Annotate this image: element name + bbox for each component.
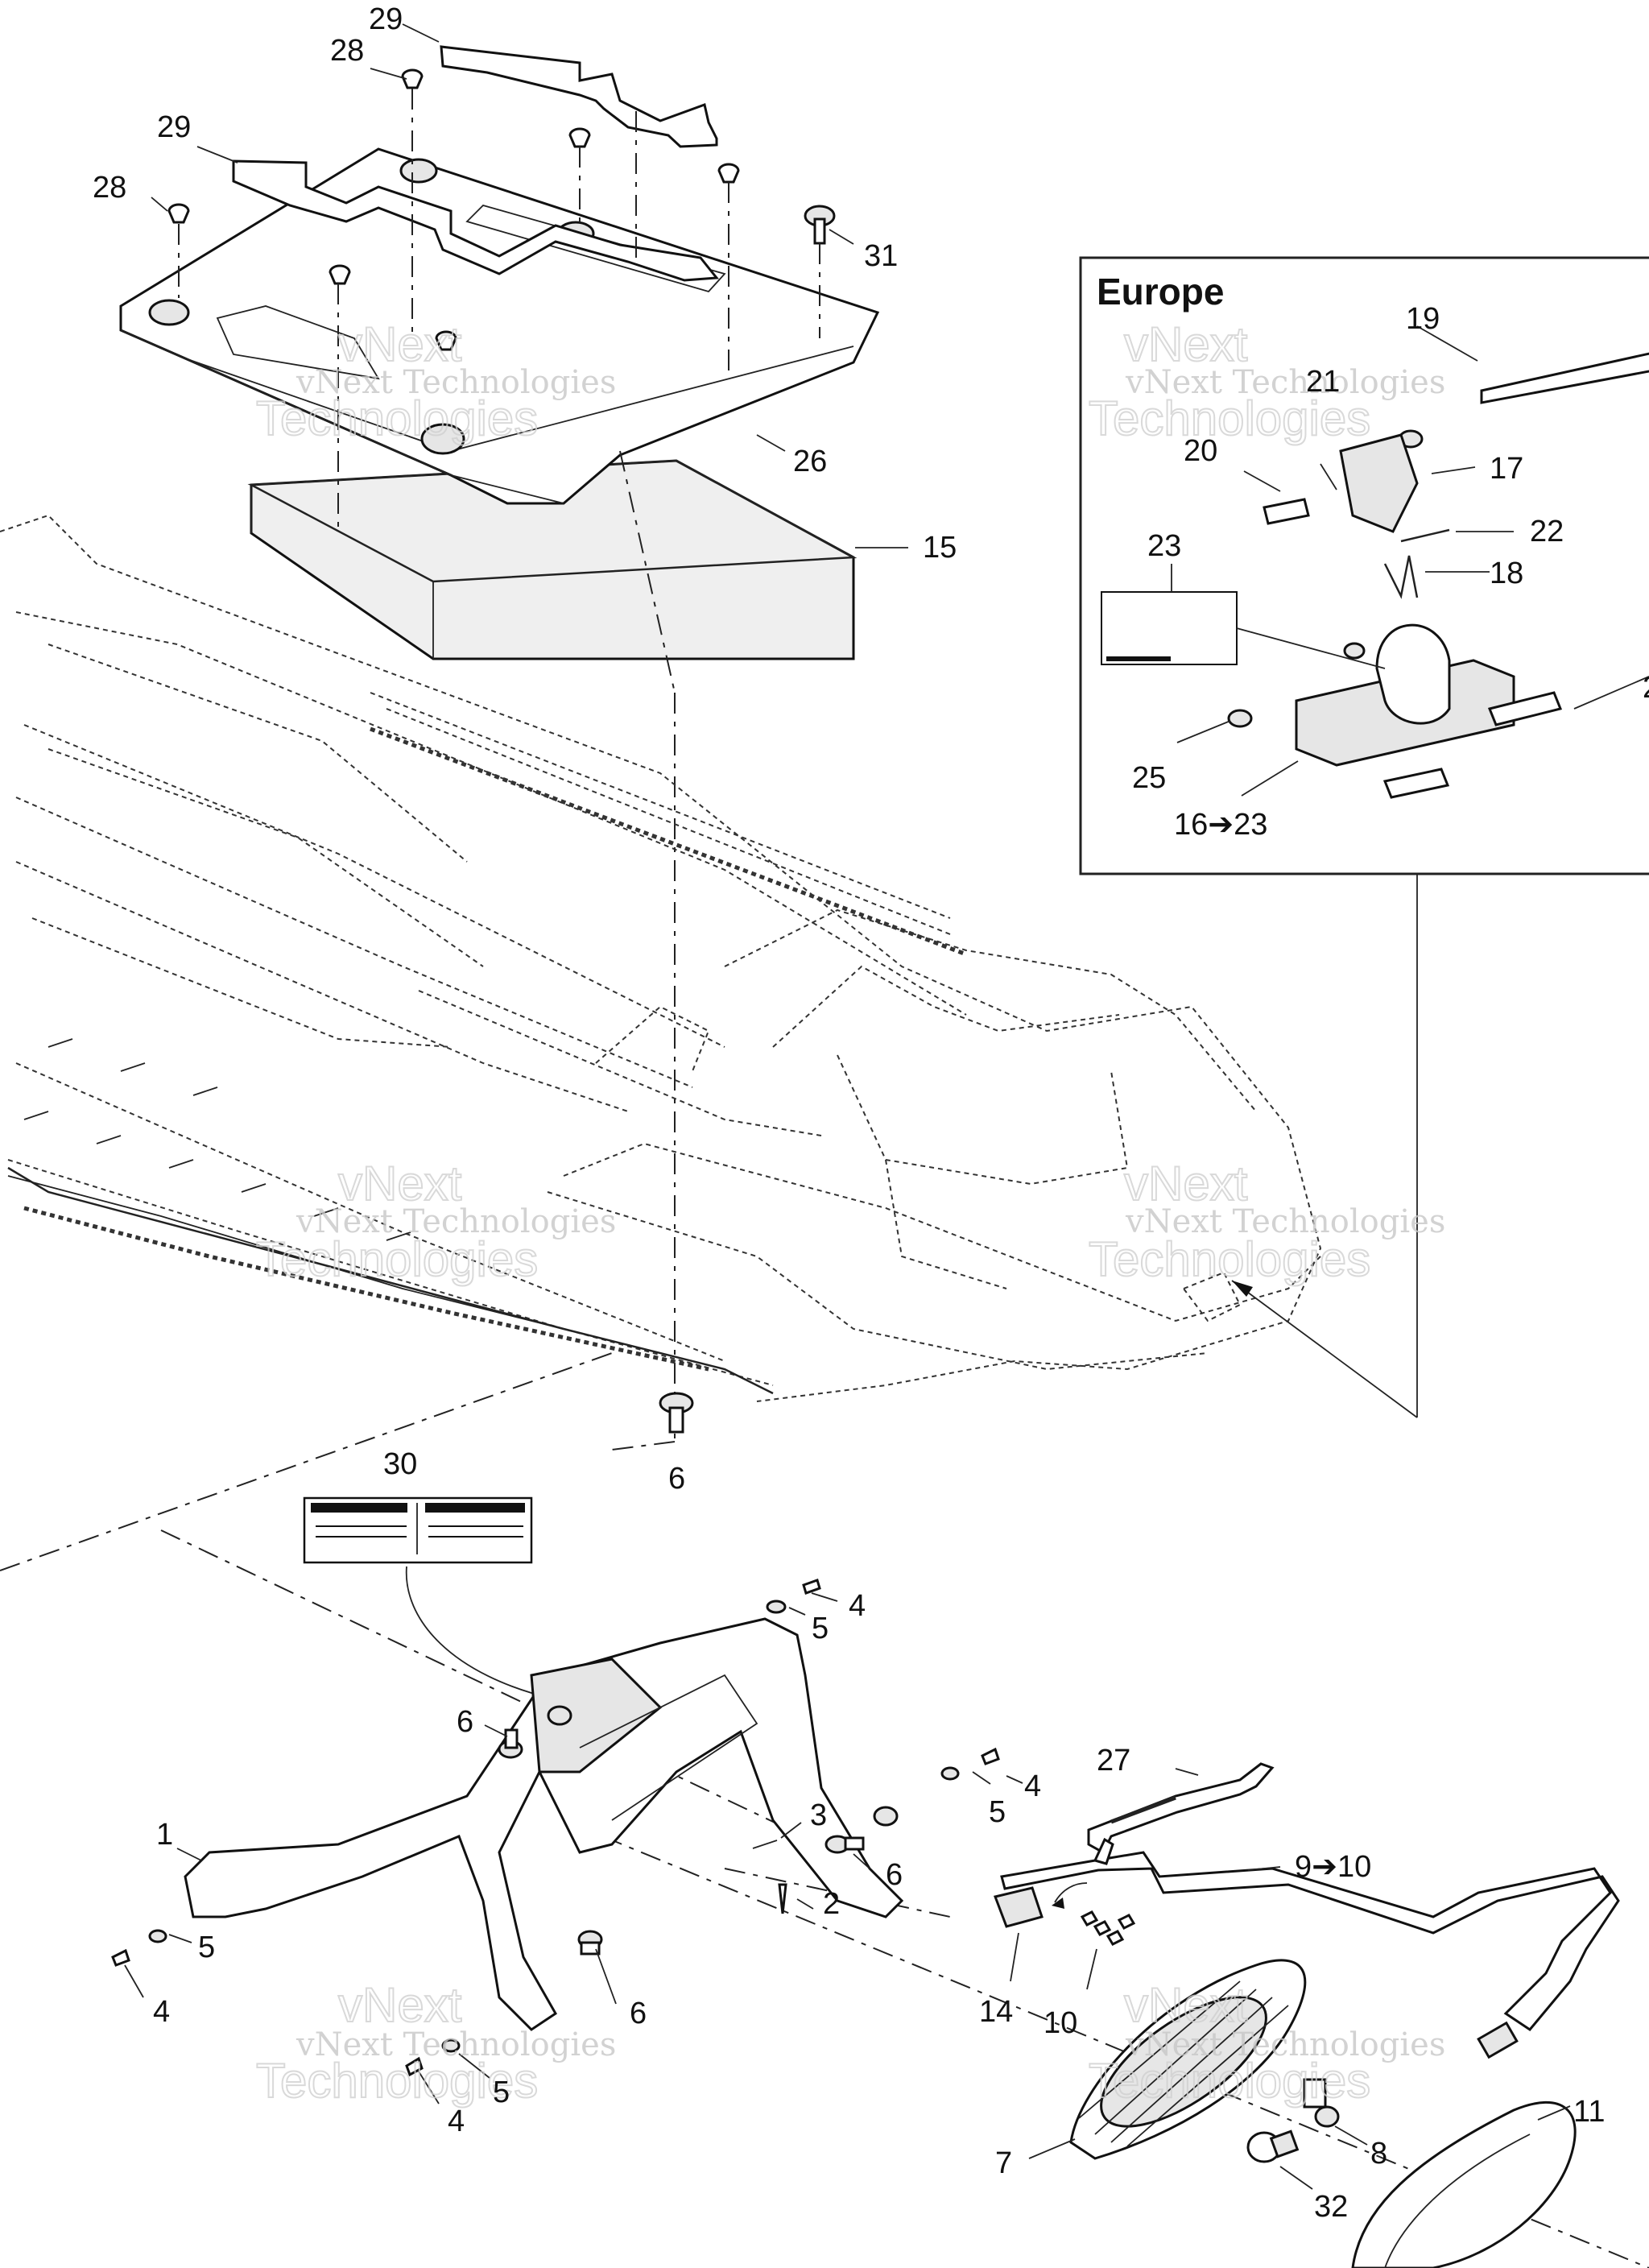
callout-22: 22 — [1530, 515, 1564, 548]
callout-27: 27 — [1097, 1744, 1130, 1778]
svg-text:vNext Technologies: vNext Technologies — [295, 2026, 616, 2063]
callout-7: 7 — [995, 2146, 1012, 2180]
callout-30: 30 — [383, 1447, 417, 1481]
bracket-29-upper — [440, 45, 718, 148]
clip-8 — [1303, 2078, 1340, 2128]
svg-text:vNext Technologies: vNext Technologies — [1125, 364, 1445, 401]
callout-4-top: 4 — [849, 1589, 866, 1623]
chassis-tunnel — [0, 514, 1322, 1402]
watermark-top: vNext vNext Technologies Technologies — [255, 317, 616, 446]
europe-inset — [1079, 256, 1649, 875]
svg-text:vNext: vNext — [1124, 1157, 1248, 1211]
callout-32: 32 — [1314, 2190, 1348, 2224]
svg-text:vNext: vNext — [338, 1157, 462, 1211]
callout-5-lower: 5 — [493, 2076, 510, 2109]
svg-text:Technologies: Technologies — [1089, 391, 1370, 445]
callout-5-right: 5 — [989, 1795, 1006, 1829]
wm-line3: Technologies — [256, 391, 538, 445]
svg-text:Technologies: Technologies — [1089, 1232, 1370, 1286]
svg-text:vNext Technologies: vNext Technologies — [1125, 1203, 1445, 1240]
callout-17: 17 — [1490, 452, 1523, 486]
callout-8: 8 — [1370, 2137, 1387, 2171]
callout-4-lower: 4 — [448, 2105, 465, 2138]
wiring-harness-9 — [1000, 1837, 1620, 2059]
callout-9: 9➔10 — [1295, 1850, 1371, 1884]
callout-21: 21 — [1306, 365, 1340, 399]
tail-light-7 — [1069, 1959, 1307, 2160]
callout-19: 19 — [1406, 302, 1440, 336]
connector-14 — [993, 1886, 1044, 1928]
callout-31: 31 — [864, 239, 898, 273]
bulb-32 — [1246, 2129, 1300, 2163]
hardware-bottom — [111, 1579, 1000, 2077]
callout-29-top: 29 — [369, 2, 403, 36]
terminals-10 — [1080, 1910, 1136, 1946]
watermark-mid-left: vNext vNext Technologies Technologies — [255, 1156, 616, 1287]
callout-20: 20 — [1184, 434, 1217, 468]
rear-board — [119, 147, 880, 505]
inset-title: Europe — [1097, 271, 1224, 312]
rivet-c — [568, 127, 591, 148]
callout-3: 3 — [810, 1798, 827, 1832]
callout-28-top: 28 — [330, 34, 364, 68]
svg-text:vNext Technologies: vNext Technologies — [1125, 2026, 1445, 2063]
callout-10: 10 — [1044, 2006, 1077, 2040]
callout-2-inset: 2 — [1643, 671, 1649, 705]
screw-31 — [804, 205, 836, 245]
wm-line1: vNext — [338, 317, 462, 371]
rivet-e — [329, 264, 351, 285]
watermark-mid-right: vNext vNext Technologies Technologies — [1088, 1156, 1445, 1287]
callout-18: 18 — [1490, 557, 1523, 590]
svg-text:vNext: vNext — [1124, 317, 1248, 371]
svg-text:vNext: vNext — [338, 1978, 462, 2032]
callout-5-top: 5 — [812, 1612, 829, 1645]
bolt-6-chassis — [659, 1392, 694, 1434]
svg-text:Technologies: Technologies — [256, 1232, 538, 1286]
lens-11 — [1351, 2100, 1577, 2268]
callout-28-left: 28 — [93, 171, 126, 205]
leaders — [124, 23, 1571, 2190]
rivet-d — [717, 163, 740, 184]
watermark-bottom-left: vNext vNext Technologies Technologies — [255, 1977, 616, 2109]
svg-text:vNext: vNext — [1124, 1978, 1248, 2032]
callout-25: 25 — [1132, 761, 1166, 795]
callout-5-left: 5 — [198, 1931, 215, 1964]
callout-1: 1 — [156, 1818, 173, 1852]
seat-foam-pad — [247, 459, 858, 660]
rivet-28a — [401, 68, 424, 89]
rivet-f — [435, 330, 457, 351]
callout-14: 14 — [979, 1995, 1013, 2029]
grab-handle-1 — [184, 1617, 904, 2031]
callout-26: 26 — [793, 445, 827, 478]
callout-11: 11 — [1573, 2095, 1605, 2129]
decal-30 — [303, 1496, 533, 1564]
callout-16: 16➔23 — [1174, 808, 1267, 842]
callout-6-lower: 6 — [630, 1997, 647, 2030]
callout-6-right: 6 — [886, 1858, 903, 1892]
rivet-28b — [167, 203, 190, 224]
callout-4-right: 4 — [1024, 1769, 1041, 1803]
callout-29-left: 29 — [157, 110, 191, 144]
watermark-inset: vNext vNext Technologies Technologies — [1088, 317, 1445, 446]
callout-2: 2 — [823, 1887, 840, 1921]
callout-6-left: 6 — [457, 1705, 473, 1739]
svg-text:Technologies: Technologies — [256, 2054, 538, 2108]
watermark-bottom-right: vNext vNext Technologies Technologies — [1088, 1977, 1445, 2109]
callout-6-chassis: 6 — [668, 1462, 685, 1496]
wm-line2: vNext Technologies — [295, 364, 616, 401]
callout-23: 23 — [1147, 529, 1181, 563]
callout-4-left: 4 — [153, 1995, 170, 2029]
svg-text:Technologies: Technologies — [1089, 2054, 1370, 2108]
bracket-29-lower — [232, 159, 719, 282]
callout-15: 15 — [923, 531, 957, 565]
callouts: 29 28 29 28 31 26 15 19 21 20 17 22 18 2… — [93, 2, 1649, 2224]
svg-text:vNext Technologies: vNext Technologies — [295, 1203, 616, 1240]
